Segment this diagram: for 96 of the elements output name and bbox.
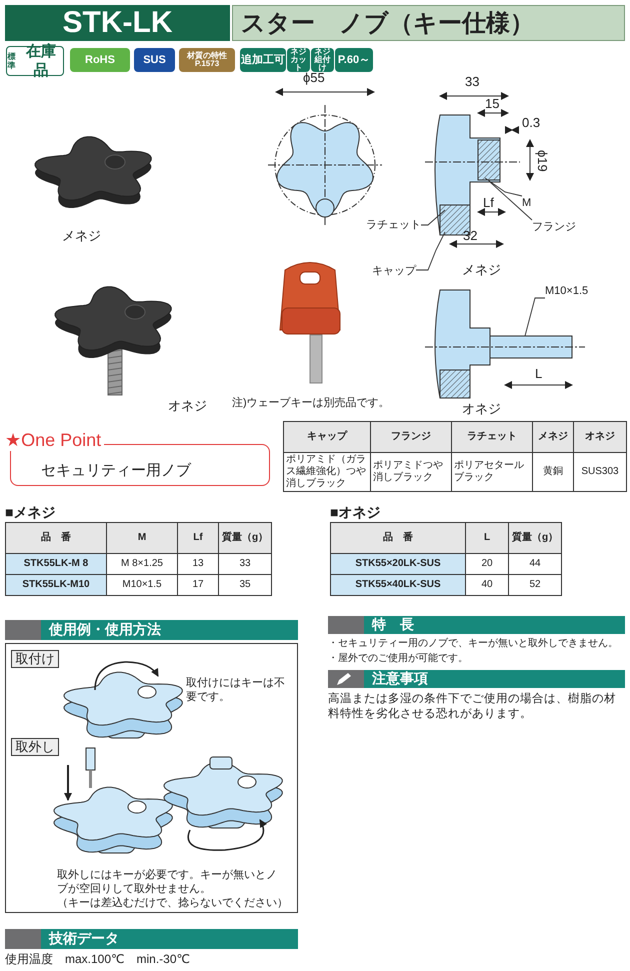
header-cell: Lf [178,522,218,554]
header-cell: フランジ [370,422,452,452]
spec-text: 使用温度 max.100℃ min.-30℃ [5,952,190,968]
section-band [5,929,298,949]
table-cell: SUS303 [574,452,626,492]
step-label: 取付け [16,650,54,668]
table-cell: 33 [218,554,272,574]
badge-text: 材質の特性 [187,52,227,60]
table-cell: M10×1.5 [106,574,178,596]
header-cell: 質量（g） [508,522,562,554]
badge-text: ネジ組付け [313,48,332,72]
badge-text: P.60～ [338,54,370,66]
usage-panel [5,643,298,913]
title-band [5,5,230,41]
header-cell: L [466,522,508,554]
badge-text: 追加工可 [241,54,285,66]
badge [179,48,235,72]
table-cell: STK55×20LK-SUS [330,554,466,574]
leader-line [416,232,446,270]
header-cell: 品 番 [330,522,466,554]
badge [70,48,130,72]
table-cell: 40 [466,574,508,596]
header-cell: ラチェット [452,422,532,452]
photo-caption: メネジ [62,228,101,245]
table-cell: 35 [218,574,272,596]
section-heading: 注意事項 [372,670,428,688]
usage-note: 取外しにはキーが必要です。キーが無いとノブが空回りして取外せません。 [57,868,278,897]
usage-note: 取付けにはキーは不要です。 [186,676,286,705]
section-heading: 特 長 [372,616,414,634]
badge-text: SUS [143,54,166,66]
table-cell: ポリアミドつや消しブラック [370,452,452,492]
part-label: M [522,197,532,209]
table-cell: STK55×40LK-SUS [330,574,466,596]
product-name: スター ノブ（キー仕様） [241,9,534,39]
table-cell: M 8×1.25 [106,554,178,574]
badge [240,48,286,72]
table-cell: 13 [178,554,218,574]
table-title: ■オネジ [330,503,380,522]
table-cell: STK55LK-M10 [6,574,106,596]
badge-small-text: 標準 [7,52,16,70]
dimension-value: L [535,366,542,383]
badge-text: RoHS [85,54,115,66]
badge [335,48,373,72]
feature-text: ・屋外でのご使用が可能です。 [328,652,468,665]
step-tag [11,738,59,756]
table-title: ■メネジ [5,503,56,522]
drawing-caption: メネジ [462,262,501,279]
table-cell: ポリアミド（ガラス繊維強化）つや消しブラック [284,452,370,492]
step-label: 取外し [16,738,54,756]
part-label: キャップ [372,265,416,277]
part-label: ラチェット [366,219,421,231]
badge-text: ネジカット [290,48,308,72]
subtitle-band [232,5,625,41]
dimension-value: 33 [465,74,480,91]
leader-line [484,178,522,196]
note-text: 注)ウェーブキーは別売品です。 [232,396,390,410]
step-tag [11,650,59,668]
header-cell: M [106,522,178,554]
section-band [328,670,625,688]
section-heading: 技術データ [49,930,119,948]
header-cell: メネジ [532,422,574,452]
header-cell: 質量（g） [218,522,272,554]
dimension-value: ϕ55 [303,70,325,87]
table-cell: 20 [466,554,508,574]
dimension-value: 15 [485,96,500,113]
product-code: STK-LK [62,6,172,40]
header-cell: 品 番 [6,522,106,554]
dimension-value: ϕ19 [534,150,550,172]
caution-text: 高温または多湿の条件下でご使用の場合は、樹脂の材料特性を劣化させる恐れがあります。 [328,692,617,722]
section-band [328,616,625,634]
table-cell: 44 [508,554,562,574]
photo-caption: オネジ [168,398,207,415]
dimension-value: 32 [463,228,478,245]
header-cell: キャップ [284,422,370,452]
table-cell: 黄銅 [532,452,574,492]
callout-heading: ★One Point [5,430,104,451]
badge [134,48,175,72]
part-label: M10×1.5 [545,285,588,297]
table-cell: 17 [178,574,218,596]
callout-text: セキュリティー用ノブ [41,461,191,480]
header-cell: オネジ [574,422,626,452]
section-heading: 使用例・使用方法 [49,621,161,639]
table-cell: 52 [508,574,562,596]
drawing-caption: オネジ [462,401,501,418]
table-cell: ポリアセタールブラック [452,452,532,492]
table-cell: STK55LK-M 8 [6,554,106,574]
part-label: フランジ [532,221,576,233]
usage-note: （キーは差込むだけで、捻らないでください） [57,896,289,910]
leader-line [524,298,546,336]
leader-line [420,210,446,226]
badge-text: P.1573 [194,60,220,68]
leader-line [490,182,532,220]
section-band [5,620,298,640]
dimension-value: 0.3 [522,115,540,132]
dimension-value: Lf [483,195,494,212]
feature-text: ・セキュリティー用のノブで、キーが無いと取外しできません。 [328,637,618,650]
